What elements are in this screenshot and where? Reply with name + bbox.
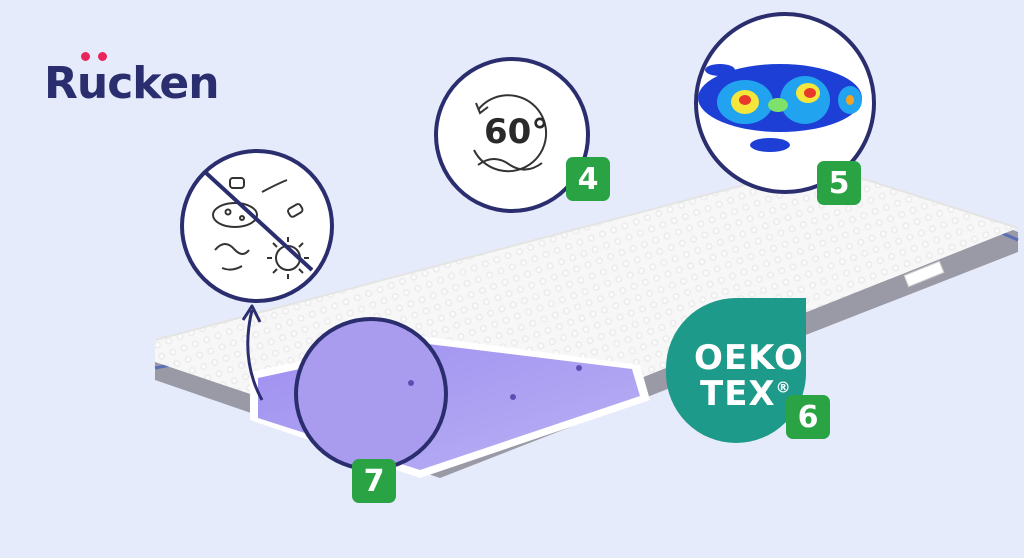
- antibacterial-icon: [180, 149, 334, 401]
- logo-u: u: [77, 52, 108, 106]
- oeko-line2: TEX®: [700, 374, 792, 414]
- logo-text-end: cken: [107, 58, 219, 109]
- washing-60-icon: [434, 57, 590, 213]
- logo-text-start: R: [44, 58, 78, 109]
- foam-detail-icon: [294, 317, 448, 471]
- oeko-line1: OEKO: [694, 338, 804, 378]
- badge-4: 4: [566, 157, 610, 201]
- badge-5: 5: [817, 161, 861, 205]
- oeko-tex-label: OEKO TEX®: [666, 298, 806, 443]
- logo-umlaut: [80, 52, 107, 62]
- badge-6: 6: [786, 395, 830, 439]
- brand-logo: R u cken: [44, 52, 220, 109]
- pressure-map-icon: [694, 12, 876, 194]
- wash-temperature-label: 60°: [484, 112, 549, 152]
- badge-7: 7: [352, 459, 396, 503]
